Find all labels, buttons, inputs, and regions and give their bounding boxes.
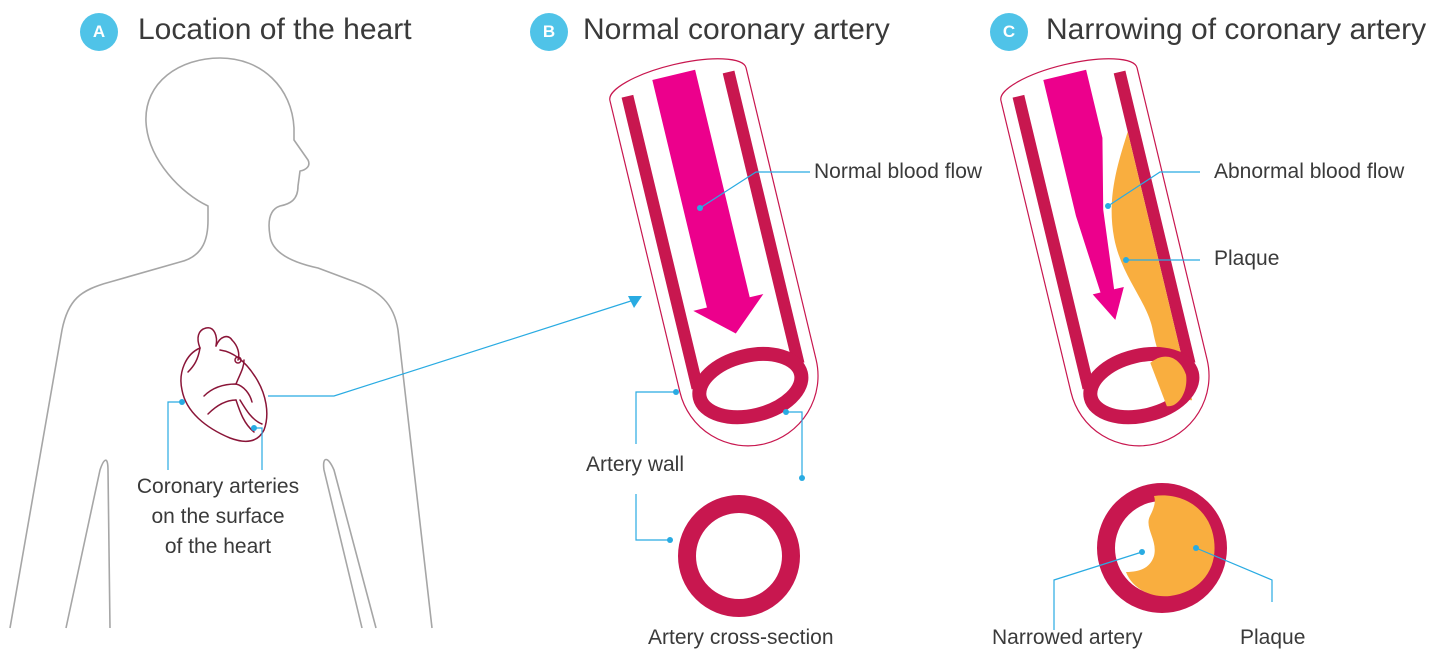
artery-cross-section-label: Artery cross-section [648, 626, 834, 650]
coronary-arteries-line-3: of the heart [118, 532, 318, 562]
plaque-label-cross-section: Plaque [1240, 626, 1305, 650]
narrowed-artery-label: Narrowed artery [992, 626, 1143, 650]
plaque-label-tube: Plaque [1214, 247, 1279, 271]
artery-tube-narrowed [996, 48, 1223, 460]
panel-a-badge: A [80, 13, 118, 51]
coronary-arteries-line-1: Coronary arteries [118, 472, 318, 502]
leader-lines-panel-a [168, 296, 642, 470]
artery-tube-normal [605, 48, 832, 460]
abnormal-blood-flow-label: Abnormal blood flow [1214, 160, 1404, 184]
panel-a-title: Location of the heart [138, 13, 412, 47]
panel-b-badge: B [530, 13, 568, 51]
panel-b-title: Normal coronary artery [583, 13, 890, 47]
cross-section-narrowed [1106, 492, 1218, 604]
cross-section-normal [687, 504, 791, 608]
panel-c-badge: C [990, 13, 1028, 51]
artery-wall-label: Artery wall [586, 453, 684, 477]
coronary-arteries-label: Coronary arteries on the surface of the … [118, 472, 318, 562]
coronary-arteries-line-2: on the surface [118, 502, 318, 532]
heart-icon [181, 328, 267, 442]
normal-blood-flow-label: Normal blood flow [814, 160, 982, 184]
panel-c-title: Narrowing of coronary artery [1046, 13, 1426, 47]
